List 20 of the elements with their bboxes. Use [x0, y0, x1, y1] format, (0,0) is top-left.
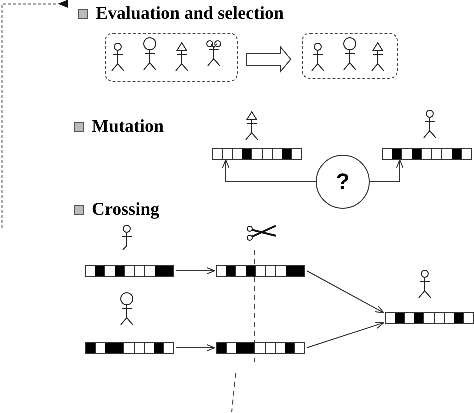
group-box — [105, 33, 238, 82]
block-arrow — [246, 46, 292, 73]
chromosome-bar — [216, 265, 305, 277]
section-heading: Evaluation and selection — [96, 2, 284, 25]
chromosome-bar — [212, 148, 302, 160]
arrow — [370, 160, 404, 182]
question-mark: ? — [336, 171, 350, 193]
arrow — [306, 270, 384, 314]
chromosome-bar — [85, 265, 174, 277]
chromosome-bar — [85, 342, 174, 354]
chromosome-bar — [385, 312, 474, 324]
group-box — [302, 33, 398, 79]
arrow — [176, 267, 216, 275]
chromosome-bar — [382, 148, 472, 160]
section-heading: Mutation — [92, 115, 164, 138]
arrow — [222, 160, 316, 182]
arrow — [306, 322, 384, 348]
chromosome-bar — [216, 342, 305, 354]
section-heading: Crossing — [92, 198, 160, 221]
arrow — [176, 344, 216, 352]
